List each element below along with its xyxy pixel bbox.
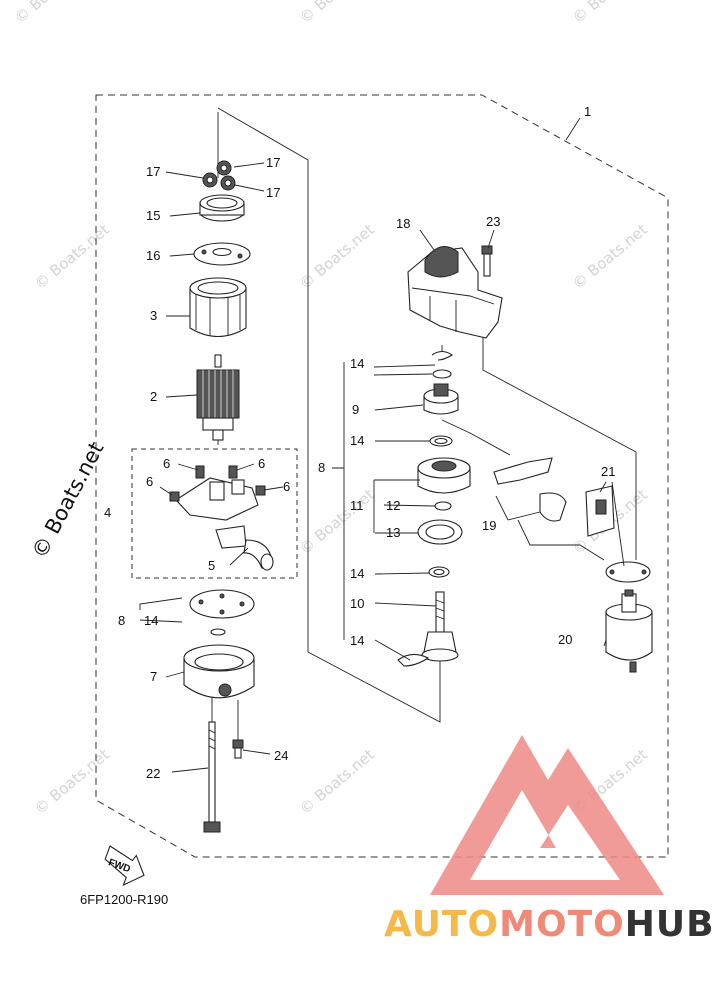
fwd-arrow: FWD (104, 845, 145, 887)
callout-14: 14 (350, 633, 364, 648)
callout-15: 15 (146, 208, 160, 223)
assembly-boundary (95, 94, 669, 858)
callout-20: 20 (558, 632, 572, 647)
brand-auto: AUTO (384, 904, 499, 945)
part-5-brush (215, 525, 274, 571)
callout-4: 4 (104, 505, 111, 520)
leader-lines (139, 117, 625, 773)
callout-labels: 1 17 17 17 15 16 18 23 3 14 2 9 14 6 6 8… (104, 104, 615, 781)
callout-12: 12 (386, 498, 400, 513)
part-16-plate (193, 242, 251, 266)
part-14-washer-b (428, 566, 450, 578)
callout-6: 6 (283, 479, 290, 494)
part-18-housing (407, 246, 503, 339)
callout-7: 7 (150, 669, 157, 684)
part-14-left-plate (189, 589, 255, 636)
part-19-lever (493, 457, 567, 522)
logo-triangle-icon (430, 735, 664, 895)
part-2-armature (196, 354, 240, 441)
callout-24: 24 (274, 748, 288, 763)
part-14-washer-a (429, 435, 453, 447)
callout-16: 16 (146, 248, 160, 263)
watermark: © Boats.net (296, 0, 378, 27)
callout-17: 17 (266, 185, 280, 200)
part-9-pinion (423, 383, 459, 415)
callout-10: 10 (350, 596, 364, 611)
callout-17: 17 (266, 155, 280, 170)
brand-moto: MOTO (499, 904, 625, 945)
part-12-bushing (434, 501, 452, 511)
part-22-through-bolt (203, 721, 221, 833)
callout-6: 6 (146, 474, 153, 489)
left-axis-line (217, 107, 441, 723)
watermark: © Boats.net (11, 0, 93, 27)
part-15-ring (199, 194, 245, 222)
callout-3: 3 (150, 308, 157, 323)
watermark: © Boats.net (296, 745, 378, 818)
callout-8: 8 (118, 613, 125, 628)
callout-21: 21 (601, 464, 615, 479)
part-14-clip (431, 350, 453, 379)
callout-14: 14 (144, 613, 158, 628)
part-4-brush-holder (169, 465, 266, 521)
watermark-layer: © Boats.net © Boats.net © Boats.net © Bo… (11, 0, 651, 818)
part-21-bracket (585, 485, 615, 537)
callout-6: 6 (163, 456, 170, 471)
part-10-shaft (421, 591, 459, 662)
brand-hub: HUB (625, 904, 714, 945)
part-13-gear-plate (417, 519, 463, 545)
watermark: © Boats.net (569, 220, 651, 293)
watermark: © Boats.net (31, 745, 113, 818)
brand-name: AUTOMOTOHUB (384, 904, 714, 945)
part-20-solenoid (605, 561, 653, 673)
part-17-bearings (202, 160, 236, 191)
callout-6: 6 (258, 456, 265, 471)
bolt-axis-line (211, 695, 239, 740)
callout-19: 19 (482, 518, 496, 533)
callout-14: 14 (350, 566, 364, 581)
watermark: © Boats.net (31, 220, 113, 293)
callout-2: 2 (150, 389, 157, 404)
part-11-gear-housing (417, 457, 471, 494)
callout-13: 13 (386, 525, 400, 540)
callout-18: 18 (396, 216, 410, 231)
callout-23: 23 (486, 214, 500, 229)
callout-5: 5 (208, 558, 215, 573)
brush-holder-subassembly-box (131, 448, 298, 579)
part-code: 6FP1200-R190 (80, 892, 168, 907)
callout-9: 9 (352, 402, 359, 417)
callout-14: 14 (350, 356, 364, 371)
callout-8: 8 (318, 460, 325, 475)
callout-14: 14 (350, 433, 364, 448)
callout-22: 22 (146, 766, 160, 781)
watermark: © Boats.net (569, 0, 651, 27)
callout-1: 1 (584, 104, 591, 119)
part-7-end-cover (183, 644, 255, 699)
callout-11: 11 (350, 498, 364, 513)
part-23-bolt (481, 245, 493, 277)
part-24-screw (232, 739, 244, 759)
part-3-yoke (189, 277, 247, 338)
automotohub-logo (430, 735, 664, 895)
callout-17: 17 (146, 164, 160, 179)
